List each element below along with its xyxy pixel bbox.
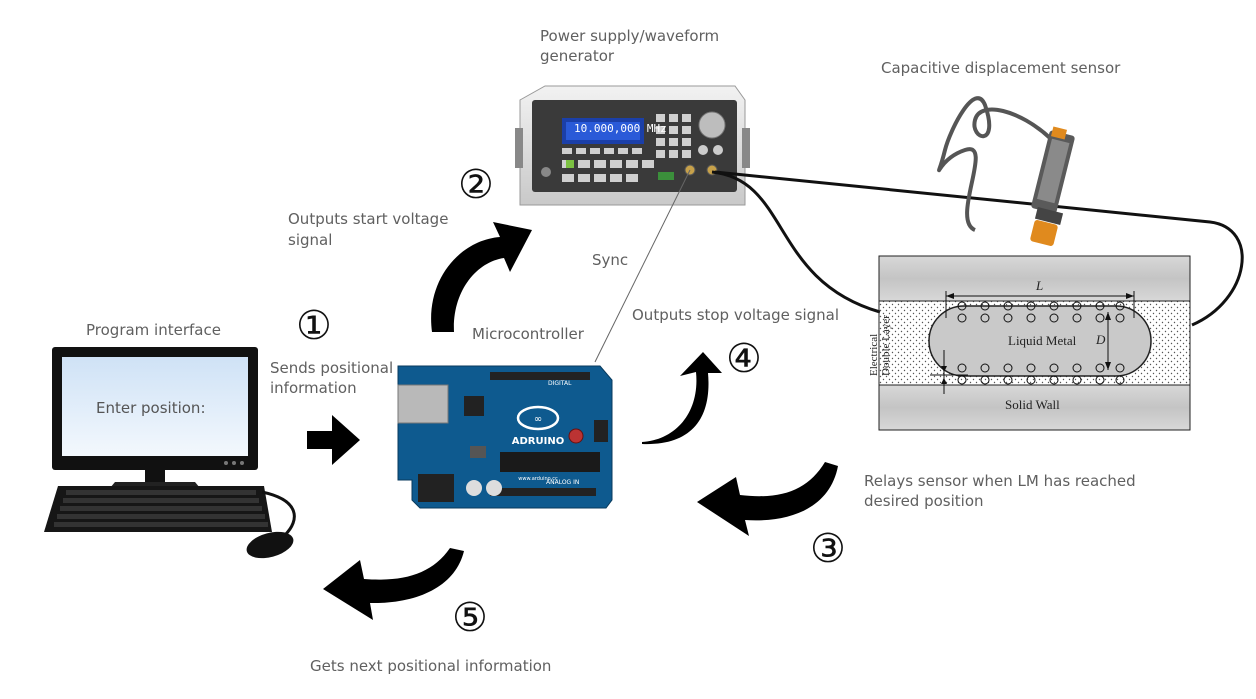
diameter-label: D [1096, 332, 1106, 347]
outputs-start-label-line2: signal [288, 231, 333, 249]
capacitive-sensor-icon [937, 96, 1075, 246]
power-supply-label-line1: Power supply/waveform [540, 27, 720, 45]
svg-text:∞: ∞ [534, 414, 542, 425]
arduino-site: www.arduino.cc [518, 476, 558, 482]
enter-position-text: Enter position: [96, 399, 206, 417]
power-supply-label-line2: generator [540, 47, 615, 65]
length-label: L [1036, 278, 1044, 293]
mouse-icon [246, 531, 294, 559]
gets-next-label: Gets next positional information [310, 657, 552, 675]
sends-label-line2: information [270, 379, 357, 397]
sync-cable [594, 169, 691, 363]
arduino-board-icon: ∞ ADRUINO DIGITAL ANALOG IN www.arduino.… [397, 365, 613, 509]
curved-arrow-up-right-small-icon [642, 352, 722, 445]
keyboard-keys [54, 490, 268, 527]
edl-label: Electrical Double Layer [868, 315, 892, 376]
sends-label-line1: Sends positional [270, 359, 394, 377]
outputs-stop-label: Outputs stop voltage signal [632, 306, 840, 324]
curved-arrow-down-left-lower-icon [323, 548, 464, 620]
curved-arrow-down-left-icon [697, 462, 838, 536]
edl-label-line1: Electrical [868, 333, 880, 376]
liquid-metal-slug [928, 305, 1152, 377]
top-wall [878, 255, 1191, 302]
sensor-label: Capacitive displacement sensor [881, 59, 1121, 77]
output-cable-to-channel [711, 170, 881, 314]
edl-label-line2: Double Layer [880, 315, 892, 376]
relays-label-line1: Relays sensor when LM has reached [864, 472, 1136, 490]
relays-label-line2: desired position [864, 492, 984, 510]
solid-wall-label: Solid Wall [1005, 397, 1060, 412]
bottom-wall [878, 384, 1191, 431]
output-cable-to-sensor-side [714, 170, 1244, 327]
arduino-brand: ADRUINO [512, 436, 564, 447]
curved-arrow-up-right-icon [431, 222, 532, 332]
step-3-marker: ③ [810, 526, 846, 572]
program-interface-label: Program interface [86, 321, 221, 339]
waveform-generator-icon [515, 85, 750, 206]
sync-label: Sync [592, 251, 629, 269]
arduino-digital-label: DIGITAL [548, 380, 572, 387]
step-5-marker: ⑤ [452, 595, 488, 641]
channel-diagram [878, 255, 1191, 431]
arrow-right-icon [307, 415, 360, 465]
outputs-start-label-line1: Outputs start voltage [288, 210, 449, 228]
step-4-marker: ④ [726, 336, 762, 382]
step-2-marker: ② [458, 162, 494, 208]
generator-display-text: 10.000,000 MHz [574, 122, 667, 135]
liquid-metal-label: Liquid Metal [1008, 333, 1077, 348]
microcontroller-label: Microcontroller [472, 325, 584, 343]
arduino-analog-label: ANALOG IN [546, 479, 579, 486]
computer-icon [44, 347, 296, 559]
step-1-marker: ① [296, 303, 332, 349]
charge-markers [957, 301, 1125, 385]
